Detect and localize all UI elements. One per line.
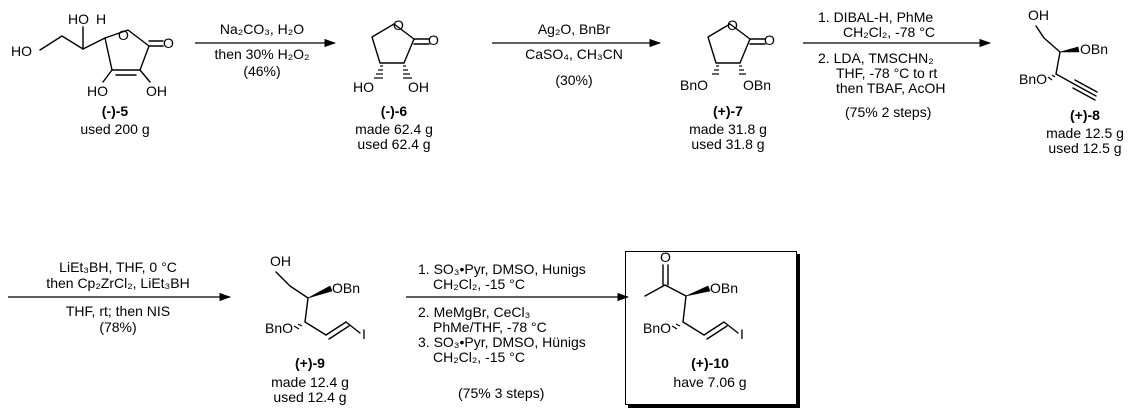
compound-amount: used 31.8 g — [691, 136, 765, 152]
step5-reagents: 2. MeMgBr, CeCl₃ — [418, 304, 531, 320]
compound-id: (+)-9 — [295, 355, 325, 371]
atom-label-o: O — [393, 17, 404, 33]
structure-8 — [1035, 25, 1098, 101]
atom-label-o: O — [163, 35, 174, 51]
atom-label-ho: HO — [68, 11, 89, 27]
step5-reagents: 1. SO₃•Pyr, DMSO, Hunigs — [418, 261, 586, 277]
target-compound-box — [625, 251, 797, 405]
structure-6 — [371, 23, 430, 79]
step2-yield: (30%) — [555, 72, 593, 88]
step3-reagents: then TBAF, AcOH — [836, 80, 946, 96]
step3-reagents: CH₂Cl₂, -78 °C — [843, 24, 935, 40]
compound-id: (+)-7 — [713, 103, 743, 119]
atom-label-o: O — [428, 32, 439, 48]
compound-amount: have 7.06 g — [673, 374, 747, 390]
step4-reagents: then Cp₂ZrCl₂, LiEt₃BH — [46, 275, 190, 291]
compound-id: (+)-10 — [691, 355, 729, 371]
step1-reagents: then 30% H₂O₂ — [214, 46, 310, 62]
compound-amount: used 200 g — [80, 121, 150, 137]
atom-label-h: H — [96, 11, 107, 27]
atom-label-ho: HO — [87, 83, 108, 99]
atom-label-o: O — [727, 17, 738, 33]
atom-label-i: I — [740, 326, 744, 342]
atom-label-o: O — [764, 32, 775, 48]
compound-amount: made 12.4 g — [271, 374, 349, 390]
atom-label-i: I — [362, 326, 366, 342]
step2-reagents: CaSO₄, CH₃CN — [525, 46, 623, 62]
atom-label-o: O — [118, 27, 129, 43]
step5-yield: (75% 3 steps) — [458, 385, 545, 401]
compound-id: (-)-5 — [101, 103, 129, 119]
step1-yield: (46%) — [243, 63, 281, 79]
compound-amount: used 12.5 g — [1048, 140, 1122, 156]
step3-reagents: 1. DIBAL-H, PhMe — [818, 9, 934, 25]
step5-reagents: 3. SO₃•Pyr, DMSO, Hünigs — [418, 334, 586, 350]
step5-reagents: CH₂Cl₂, -15 °C — [433, 276, 525, 292]
atom-label-bno: BnO — [643, 320, 672, 336]
compound-amount: made 62.4 g — [355, 121, 433, 137]
atom-label-bno: BnO — [265, 320, 294, 336]
structure-7 — [707, 23, 766, 75]
atom-label-ho: HO — [11, 43, 32, 59]
structure-5 — [39, 26, 164, 83]
step3-reagents: THF, -78 °C to rt — [836, 65, 938, 81]
compound-id: (+)-8 — [1070, 107, 1100, 123]
step5-reagents: CH₂Cl₂, -15 °C — [433, 349, 525, 365]
step3-reagents: 2. LDA, TMSCHN₂ — [818, 50, 934, 66]
structure-10 — [644, 264, 739, 340]
compound-amount: used 62.4 g — [357, 136, 431, 152]
atom-label-oh: OH — [1028, 7, 1049, 23]
atom-label-ho: HO — [353, 79, 374, 95]
structure-9 — [275, 271, 361, 340]
step3-yield: (75% 2 steps) — [845, 104, 932, 120]
atom-label-obn: OBn — [743, 77, 772, 93]
compound-amount: made 12.5 g — [1046, 125, 1124, 141]
compound-amount: used 12.4 g — [273, 389, 347, 405]
step1-reagents: Na₂CO₃, H₂O — [219, 21, 305, 37]
atom-label-obn: OBn — [332, 280, 361, 296]
atom-label-obn: OBn — [1080, 41, 1109, 57]
atom-label-o: O — [660, 249, 671, 265]
atom-label-bno: BnO — [680, 77, 709, 93]
atom-label-oh: OH — [408, 79, 429, 95]
step4-reagents: THF, rt; then NIS — [65, 303, 171, 319]
atom-label-oh: OH — [146, 83, 167, 99]
atom-label-bno: BnO — [1019, 71, 1048, 87]
compound-amount: made 31.8 g — [689, 121, 767, 137]
step5-reagents: PhMe/THF, -78 °C — [433, 319, 547, 335]
atom-label-obn: OBn — [710, 280, 739, 296]
step4-reagents: LiEt₃BH, THF, 0 °C — [59, 259, 177, 275]
atom-label-oh: OH — [270, 253, 291, 269]
step2-reagents: Ag₂O, BnBr — [537, 21, 611, 37]
step4-yield: (78%) — [99, 319, 137, 335]
compound-id: (-)-6 — [380, 103, 408, 119]
